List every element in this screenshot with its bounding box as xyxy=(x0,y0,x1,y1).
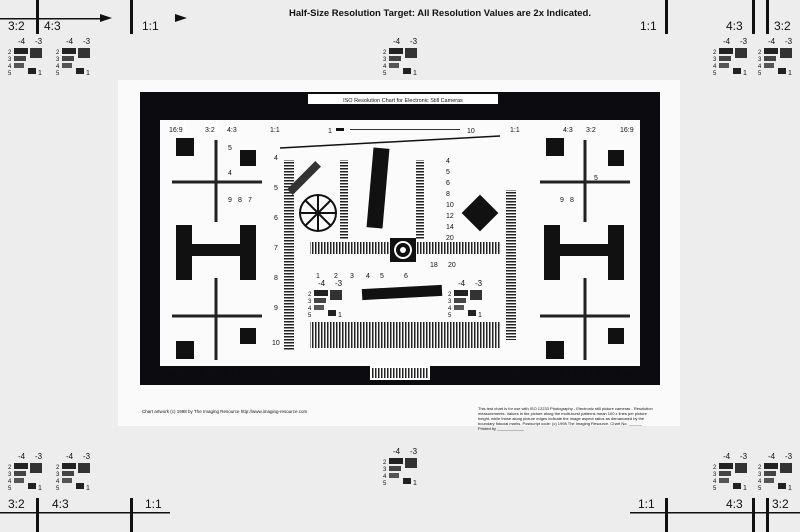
svg-text:4: 4 xyxy=(8,64,12,70)
svg-text:16:9: 16:9 xyxy=(169,127,183,134)
svg-text:8: 8 xyxy=(274,275,278,282)
ratio-label: 4:3 xyxy=(44,19,61,33)
svg-text:3:2: 3:2 xyxy=(205,368,215,375)
page-title: Half-Size Resolution Target: All Resolut… xyxy=(289,8,591,19)
star-crosshairs xyxy=(172,138,630,360)
svg-text:1: 1 xyxy=(38,70,42,77)
diamond xyxy=(461,194,499,232)
svg-text:3:2: 3:2 xyxy=(586,368,596,375)
top-right-ratio-marks: 1:1 4:3 3:2 xyxy=(640,0,791,34)
svg-text:5: 5 xyxy=(228,145,232,152)
svg-text:5: 5 xyxy=(594,175,598,182)
svg-text:14: 14 xyxy=(446,224,454,231)
svg-text:6: 6 xyxy=(274,215,278,222)
ratio-label: 1:1 xyxy=(640,19,657,33)
top-left-ratio-marks: 3:2 4:3 1:1 xyxy=(0,0,187,34)
svg-text:7: 7 xyxy=(248,197,252,204)
svg-text:6: 6 xyxy=(404,273,408,280)
svg-text:5: 5 xyxy=(274,185,278,192)
svg-text:3: 3 xyxy=(350,273,354,280)
ratio-label: 3:2 xyxy=(772,497,789,511)
ratio-label: 1:1 xyxy=(142,19,159,33)
svg-text:16:9: 16:9 xyxy=(620,127,634,134)
svg-text:8: 8 xyxy=(238,197,242,204)
svg-text:4: 4 xyxy=(446,158,450,165)
svg-text:4: 4 xyxy=(366,273,370,280)
ratio-label: 4:3 xyxy=(726,19,743,33)
ratio-label: 3:2 xyxy=(8,19,25,33)
svg-text:8: 8 xyxy=(446,191,450,198)
svg-text:3:2: 3:2 xyxy=(586,127,596,134)
mini-resolution-target: -4 -3 2 3 4 5 1 xyxy=(8,37,43,77)
svg-text:12: 12 xyxy=(446,213,454,220)
svg-text:18: 18 xyxy=(430,262,438,269)
left-scale: 4 5 6 7 8 9 10 xyxy=(272,155,294,350)
bottom-left-ratio-marks: 3:2 4:3 1:1 xyxy=(0,497,170,532)
svg-text:10: 10 xyxy=(446,202,454,209)
svg-text:16:9: 16:9 xyxy=(169,368,183,375)
svg-text:4:3: 4:3 xyxy=(227,368,237,375)
ratio-label: 3:2 xyxy=(8,497,25,511)
circle-target xyxy=(299,194,337,232)
bottom-right-ratio-marks: 1:1 4:3 3:2 xyxy=(630,497,800,532)
svg-text:1: 1 xyxy=(316,273,320,280)
svg-text:1:1: 1:1 xyxy=(270,127,280,134)
wedge-labels: 9 8 7 5 4 9 8 5 xyxy=(228,145,598,204)
center-bar xyxy=(366,147,390,229)
caption-text: This test chart is for use with ISO 1223… xyxy=(478,406,653,431)
svg-text:5: 5 xyxy=(380,273,384,280)
vertical-scale: 4 5 6 8 10 12 14 20 xyxy=(446,158,454,242)
svg-text:5: 5 xyxy=(8,71,12,77)
svg-text:20: 20 xyxy=(446,235,454,242)
svg-text:1:1: 1:1 xyxy=(270,368,280,375)
frame-ratio-labels: 16:9 3:2 4:3 1:1 1:1 4:3 3:2 16:9 16:9 3… xyxy=(168,120,634,375)
center-scale: 1 2 3 4 5 6 18 20 xyxy=(316,262,456,280)
svg-text:9: 9 xyxy=(274,305,278,312)
ratio-label: 1:1 xyxy=(145,497,162,511)
svg-text:6: 6 xyxy=(446,180,450,187)
svg-text:4:3: 4:3 xyxy=(563,368,573,375)
svg-text:4:3: 4:3 xyxy=(227,127,237,134)
svg-text:16:9: 16:9 xyxy=(620,368,634,375)
svg-text:10: 10 xyxy=(272,340,280,347)
svg-text:9: 9 xyxy=(228,197,232,204)
svg-text:1:1: 1:1 xyxy=(510,127,520,134)
svg-text:10: 10 xyxy=(467,128,475,135)
svg-text:4: 4 xyxy=(228,170,232,177)
ratio-label: 1:1 xyxy=(638,497,655,511)
svg-text:5: 5 xyxy=(446,169,450,176)
svg-text:4:3: 4:3 xyxy=(563,127,573,134)
svg-text:20: 20 xyxy=(448,262,456,269)
svg-text:7: 7 xyxy=(274,245,278,252)
svg-text:1:1: 1:1 xyxy=(510,368,520,375)
svg-text:4: 4 xyxy=(274,155,278,162)
chart-title: ISO Resolution Chart for Electronic Stil… xyxy=(343,98,463,104)
svg-text:-4: -4 xyxy=(18,37,26,46)
ratio-label: 4:3 xyxy=(726,497,743,511)
svg-text:1: 1 xyxy=(328,128,332,135)
slanted-bar xyxy=(287,161,321,195)
ratio-label: 3:2 xyxy=(774,19,791,33)
top-scale: 1 10 xyxy=(279,128,501,149)
h-patterns xyxy=(176,225,624,280)
copyright-text: Chart artwork (c) 1998 by The Imaging Re… xyxy=(142,409,307,414)
multiburst-pattern xyxy=(310,322,500,348)
slanted-edge xyxy=(361,284,443,301)
svg-text:-3: -3 xyxy=(35,37,43,46)
svg-text:3: 3 xyxy=(8,57,12,63)
svg-text:2: 2 xyxy=(334,273,338,280)
ratio-label: 4:3 xyxy=(52,497,69,511)
svg-text:8: 8 xyxy=(570,197,574,204)
svg-text:3:2: 3:2 xyxy=(205,127,215,134)
svg-text:2: 2 xyxy=(8,50,12,56)
svg-text:9: 9 xyxy=(560,197,564,204)
